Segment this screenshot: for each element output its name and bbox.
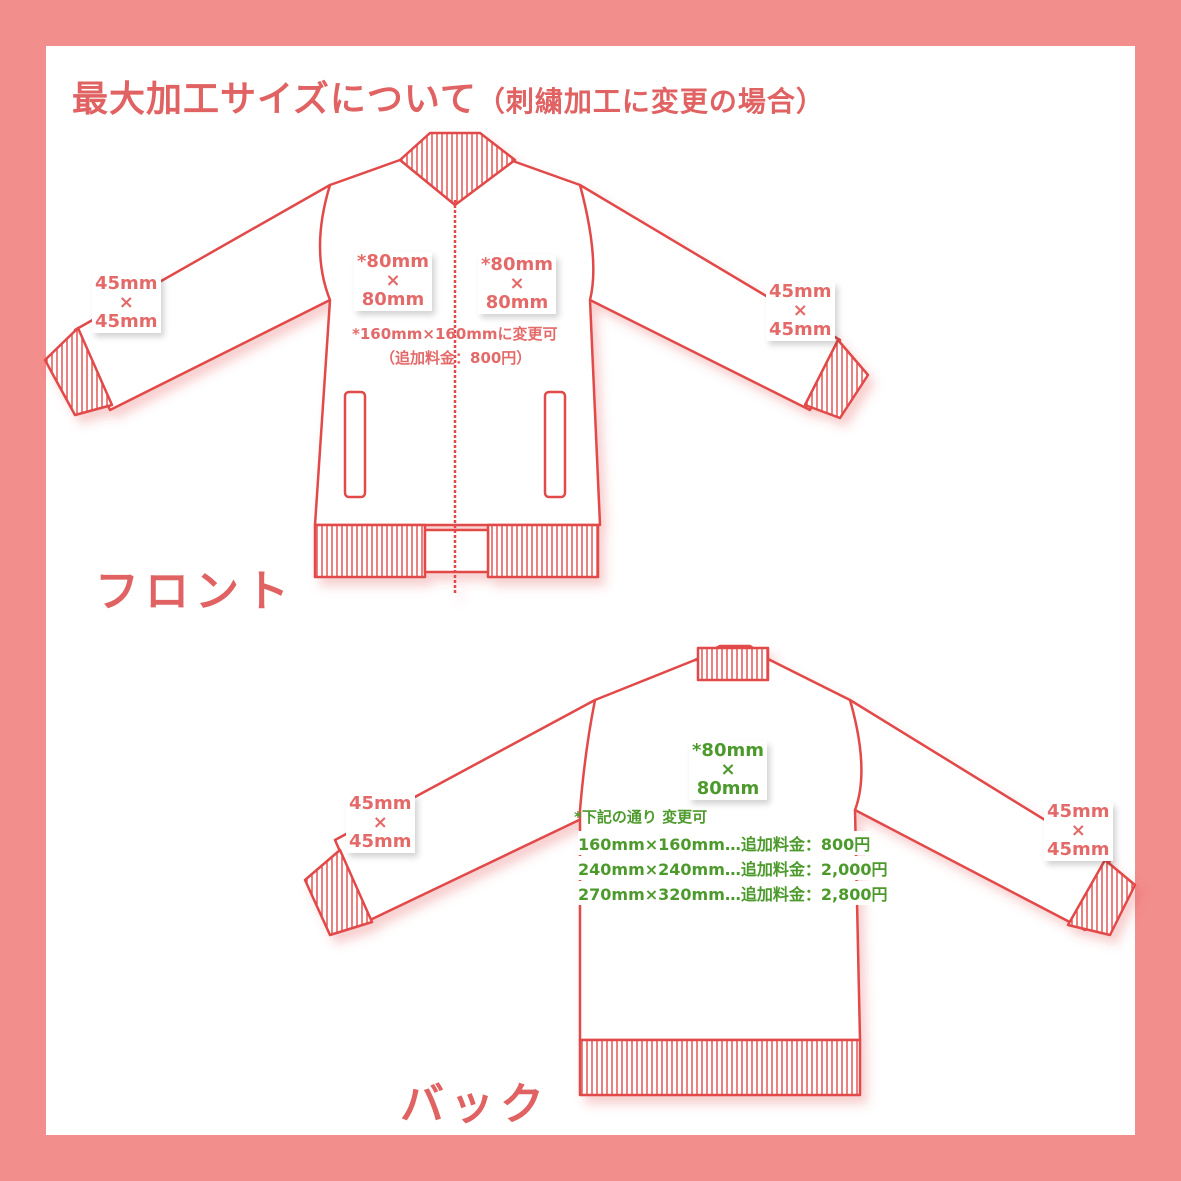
front-right-cuff [803, 338, 870, 420]
front-label: フロント [95, 566, 295, 617]
back-hem [578, 1038, 862, 1097]
back-left-sleeve-size: 45mm×45mm [346, 794, 415, 853]
back-option-3: 270mm×320mm…追加料金：2,800円 [578, 881, 888, 905]
front-right-chest-size: *80mm×80mm [478, 255, 556, 314]
back-center-size: *80mm×80mm [689, 741, 767, 800]
front-body [313, 158, 602, 527]
front-note-upgrade: *160mm×160mmに変更可 [352, 325, 558, 343]
title-main: 最大加工サイズについて [72, 79, 477, 120]
back-label: バック [400, 1079, 550, 1130]
back-left-cuff [303, 848, 374, 937]
front-left-cuff [43, 326, 114, 417]
front-left-chest-size: *80mm×80mm [354, 252, 432, 311]
front-collar [398, 131, 517, 207]
front-right-sleeve-size: 45mm×45mm [766, 282, 835, 341]
back-option-2: 240mm×240mm…追加料金：2,000円 [578, 856, 888, 880]
back-note-heading: *下記の通り 変更可 [574, 808, 708, 826]
front-left-pocket [343, 390, 367, 499]
front-left-sleeve-size: 45mm×45mm [92, 274, 161, 333]
front-hem-left [313, 523, 427, 579]
title-sub: （刺繍加工に変更の場合） [476, 85, 825, 118]
back-option-1: 160mm×160mm…追加料金：800円 [578, 831, 871, 855]
front-right-pocket [543, 390, 567, 499]
front-hem-right [486, 523, 600, 579]
front-jacket [43, 131, 870, 595]
front-note-price: （追加料金：800円） [380, 349, 532, 367]
page-title: 最大加工サイズについて（刺繍加工に変更の場合） [72, 70, 825, 122]
back-right-cuff [1066, 858, 1137, 937]
back-right-sleeve-size: 45mm×45mm [1044, 802, 1113, 861]
